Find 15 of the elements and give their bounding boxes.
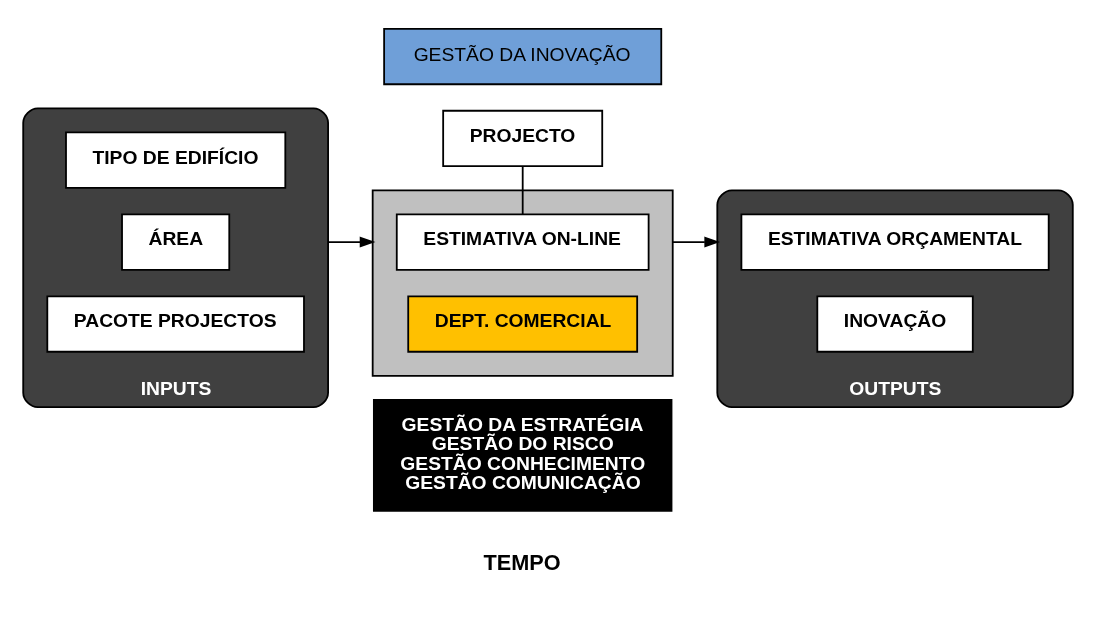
node-box: ESTIMATIVA ORÇAMENTAL: [740, 213, 1050, 271]
node-box: PROJECTO: [442, 109, 604, 168]
label: TEMPO: [483, 550, 561, 576]
node-box: GESTÃO DA INOVAÇÃO: [383, 27, 663, 86]
node-box: ESTIMATIVA ON-LINE: [395, 213, 650, 271]
cluster: [371, 189, 674, 377]
connector: [521, 165, 524, 216]
node-box: DEPT. COMERCIAL: [407, 295, 639, 353]
node-box: ÁREA: [121, 213, 231, 271]
arrow: [327, 236, 376, 248]
node-box: INOVAÇÃO: [816, 295, 974, 353]
node-box: GESTÃO DA ESTRATÉGIA GESTÃO DO RISCO GESTÃO CONHECIMENTO GESTÃO COMUNICAÇÃO: [372, 399, 673, 512]
arrow: [671, 236, 721, 248]
node-box: PACOTE PROJECTOS: [46, 295, 305, 353]
node-box: TIPO DE EDIFÍCIO: [65, 131, 287, 189]
